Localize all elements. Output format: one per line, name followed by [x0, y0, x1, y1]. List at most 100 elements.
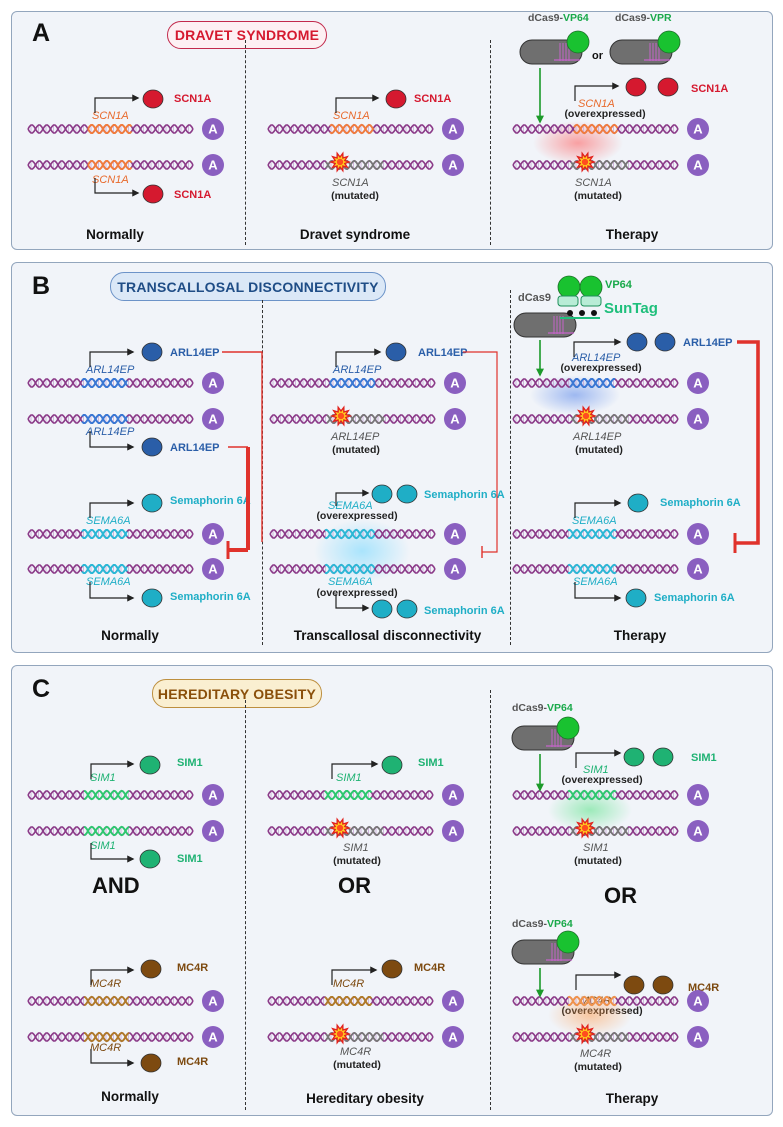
- b3-gene2-label-bottom: SEMA6A: [573, 576, 618, 588]
- promoter-circle: [202, 1026, 224, 1048]
- panel-b-letter: B: [32, 272, 51, 300]
- c3-mc4r-protein-2: [652, 975, 674, 995]
- transcription-arrow-up: [94, 94, 140, 113]
- transcription-arrow-down: [90, 843, 135, 863]
- promoter-circle: [442, 1026, 464, 1048]
- c3-mc4r-protein-1: [623, 975, 645, 995]
- c2-dna-sim1-top: A: [267, 784, 464, 806]
- panel-c-caption-disease: Hereditary obesity: [306, 1091, 424, 1106]
- c1-gene2-label-top: MC4R: [90, 978, 122, 990]
- b3-gene1-label-mutated: ARL14EP: [573, 431, 622, 443]
- c3-vp64-icon-1: [556, 716, 580, 740]
- gene-highlight-2: [81, 529, 128, 539]
- b2-protein2-label-bottom: Semaphorin 6A: [424, 605, 505, 617]
- b3-suntag-dot: [579, 310, 585, 316]
- b2-dna-arl-mutated: A: [269, 408, 466, 430]
- c2-dna-mc4r-mutated: A: [267, 1026, 464, 1048]
- panel-b-caption-therapy: Therapy: [613, 628, 667, 643]
- b3-sema-protein-top: [627, 493, 649, 513]
- c1-protein1-label-bottom: SIM1: [177, 853, 203, 865]
- b1-gene1-label-bottom: ARL14EP: [86, 426, 135, 438]
- promoter-label: A: [693, 412, 703, 427]
- c1-and-label: AND: [92, 873, 140, 898]
- c3-dcas9-vp64-label-2: dCas9-VP64: [512, 918, 573, 930]
- mutation-star-core: [581, 824, 589, 832]
- gene-highlight-1: [324, 996, 373, 1006]
- mutation-star-core: [336, 1030, 344, 1038]
- a3-vpr-icon: [657, 30, 681, 54]
- transcription-arrow-up: [90, 966, 135, 985]
- panel-c-caption-therapy: Therapy: [605, 1091, 659, 1106]
- b2-mutated-label: (mutated): [332, 444, 380, 456]
- gene-highlight-1: [83, 789, 130, 801]
- gene-highlight-2: [81, 414, 128, 424]
- c1-protein1-label-top: SIM1: [177, 757, 203, 769]
- promoter-circle: [687, 523, 709, 545]
- promoter-label: A: [208, 122, 218, 137]
- b2-inhibition-line: [463, 351, 498, 553]
- gene-highlight-2: [87, 160, 133, 170]
- a1-gene-label-bottom: SCN1A: [92, 174, 129, 186]
- gene-highlight-2: [324, 996, 373, 1006]
- b3-scfv-icon-1: [557, 295, 579, 307]
- transcription-arrow-up: [331, 966, 378, 985]
- promoter-label: A: [448, 122, 458, 137]
- panel-c-letter: C: [32, 675, 51, 703]
- gene-highlight-1: [569, 378, 615, 388]
- c1-sim1-protein-top: [139, 755, 161, 775]
- gene-highlight-2: [83, 825, 130, 837]
- promoter-label: A: [693, 1030, 703, 1045]
- transcription-arrow-up: [331, 760, 379, 779]
- c3-sim1-protein-2: [652, 747, 674, 767]
- b2-sema-protein-4: [396, 599, 418, 619]
- promoter-circle: [687, 372, 709, 394]
- a3-or-label: or: [592, 50, 603, 62]
- b2-gene2-label-top: SEMA6A: [328, 500, 373, 512]
- mutation-star-core: [337, 412, 345, 420]
- c2-protein1-label: SIM1: [418, 757, 444, 769]
- c1-gene1-label-bottom: SIM1: [90, 840, 116, 852]
- gene-highlight-2: [324, 790, 373, 800]
- b3-suntag-dot: [591, 310, 597, 316]
- a3-overexpressed-label: (overexpressed): [564, 108, 646, 120]
- b3-vp64-icon-2: [579, 275, 603, 299]
- gene-highlight-2: [83, 995, 130, 1007]
- b1-protein2-label-top: Semaphorin 6A: [170, 495, 251, 507]
- panel-a-caption-disease: Dravet syndrome: [299, 227, 411, 242]
- promoter-circle: [687, 118, 709, 140]
- promoter-label: A: [208, 824, 218, 839]
- c1-mc4r-protein-bottom: [140, 1053, 162, 1073]
- gene-highlight-2: [569, 378, 615, 388]
- panel-a-divider-2: [490, 40, 491, 245]
- c1-sim1-protein-bottom: [139, 849, 161, 869]
- panel-a-caption-therapy: Therapy: [605, 227, 659, 242]
- a1-protein-label-bottom: SCN1A: [174, 189, 212, 201]
- promoter-label: A: [450, 412, 460, 427]
- promoter-circle: [687, 784, 709, 806]
- b1-protein1-label-bottom: ARL14EP: [170, 442, 220, 454]
- c3-mutated-label-1: (mutated): [574, 855, 622, 867]
- a3-vp64-icon: [566, 30, 590, 54]
- promoter-circle: [442, 118, 464, 140]
- promoter-label: A: [208, 412, 218, 427]
- promoter-label: A: [450, 376, 460, 391]
- b3-suntag-dot: [567, 310, 573, 316]
- gene-highlight-2: [83, 789, 130, 801]
- c2-mutated-label-1: (mutated): [333, 855, 381, 867]
- b2-sema-protein-2: [396, 484, 418, 504]
- b1-dna-arl-top: A: [27, 372, 224, 394]
- transcription-arrow-down: [90, 1049, 135, 1067]
- promoter-label: A: [208, 1030, 218, 1045]
- c3-gene2-label-mutated: MC4R: [580, 1048, 612, 1060]
- b1-sema-protein-bottom: [141, 588, 163, 608]
- b1-protein2-label-bottom: Semaphorin 6A: [170, 591, 251, 603]
- gene-highlight-1: [83, 1031, 130, 1043]
- promoter-label: A: [693, 824, 703, 839]
- b1-arl-protein-bottom: [141, 437, 163, 457]
- gene-highlight-2: [329, 378, 376, 388]
- transcription-arrow-up: [335, 348, 382, 367]
- c1-dna-mc4r-top: A: [27, 990, 224, 1012]
- c3-overexpressed-label-1: (overexpressed): [561, 774, 643, 786]
- b3-vp64-label: VP64: [605, 279, 632, 291]
